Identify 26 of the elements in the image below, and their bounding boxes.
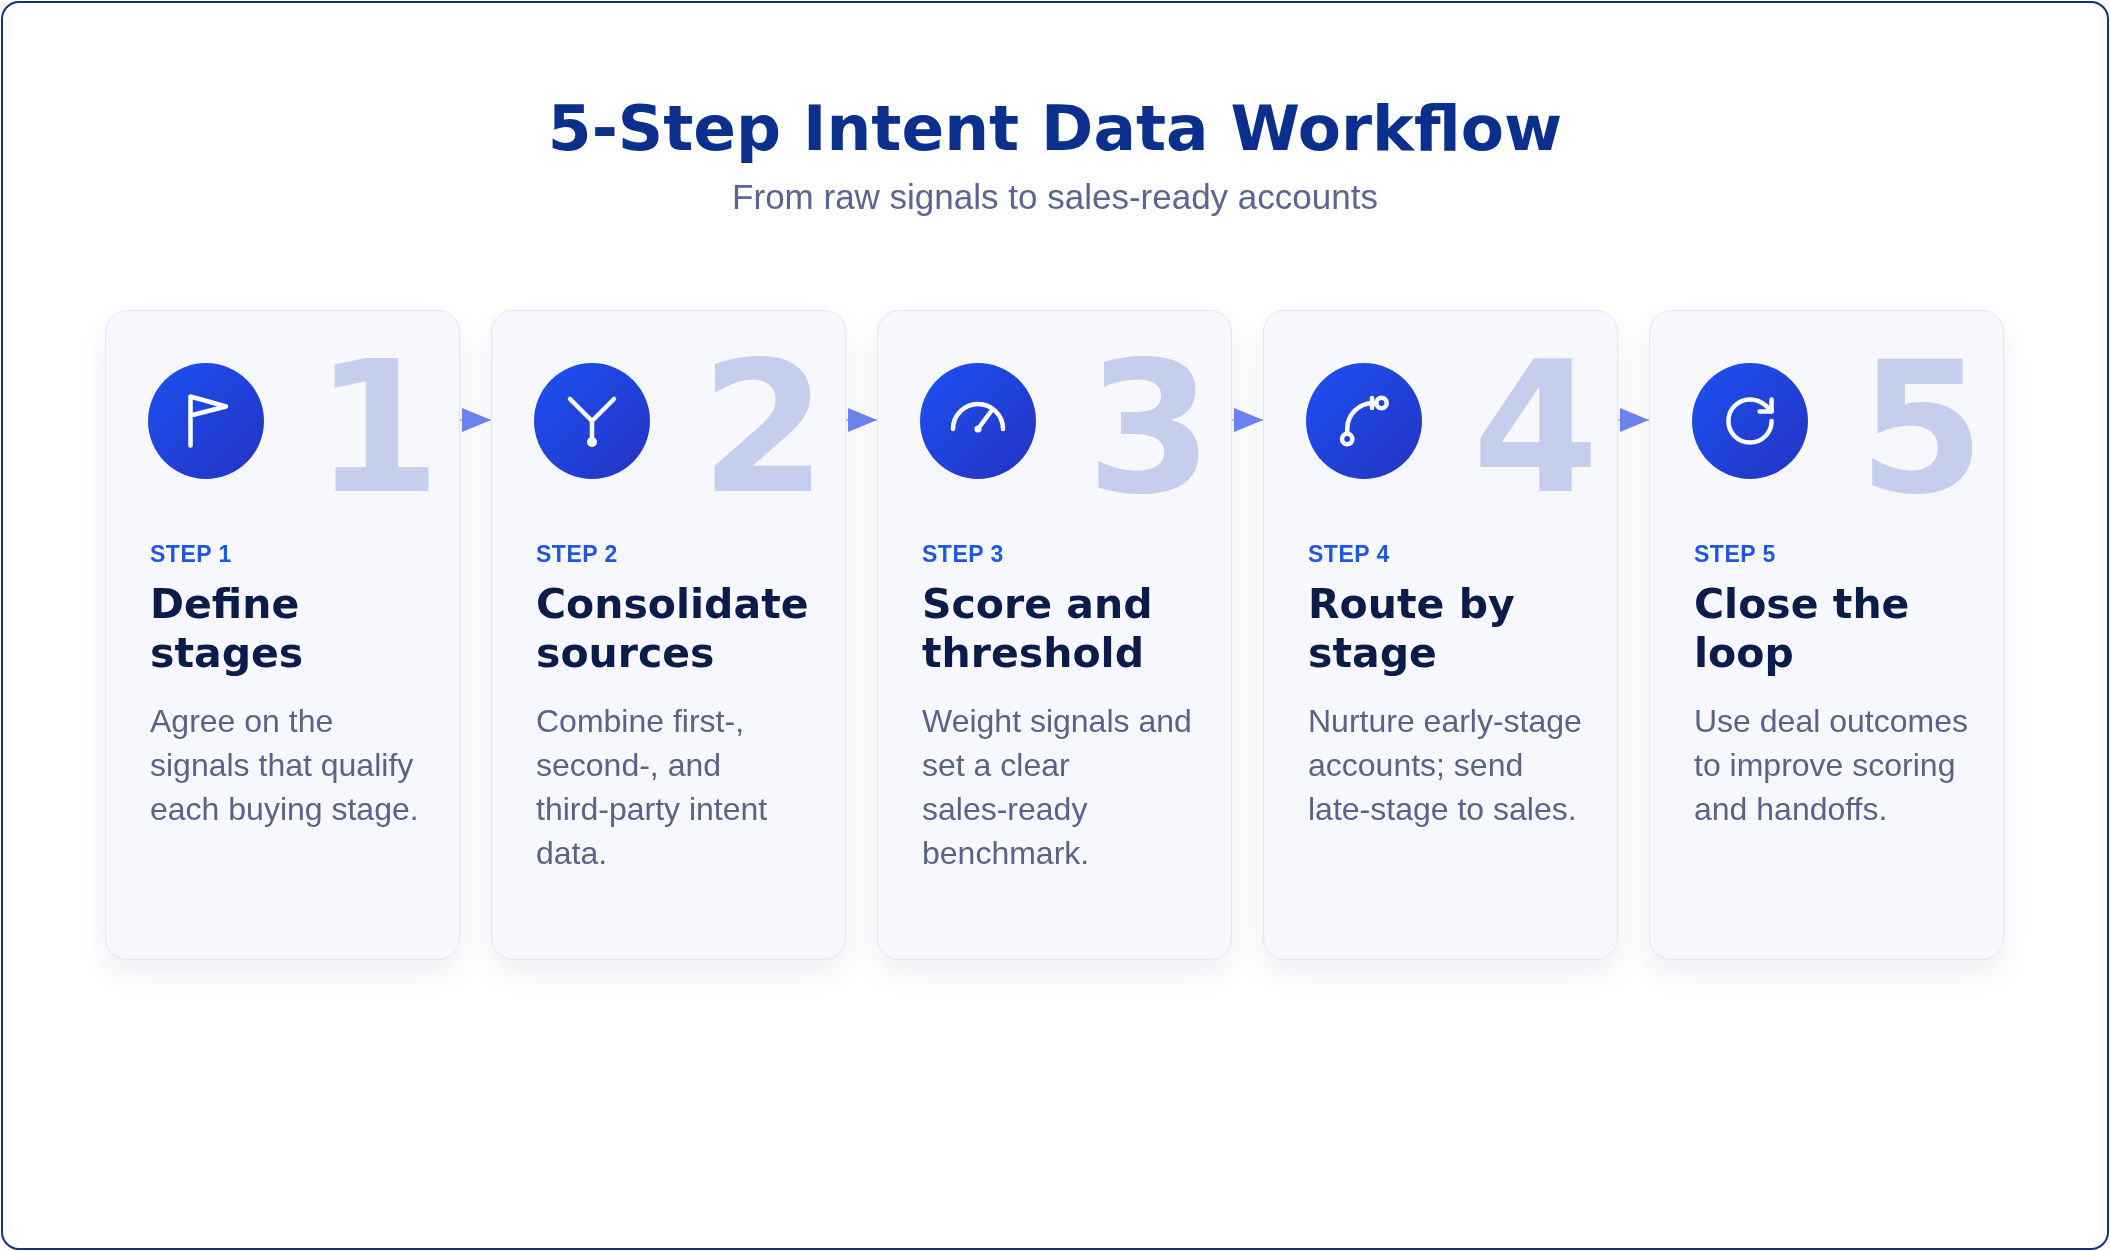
step-card: [1263, 310, 1618, 960]
step-label: STEP 1: [150, 540, 232, 568]
step-description: Agree on the signals that qualify each buying stage.: [150, 702, 420, 829]
step-title: Define stages: [150, 580, 305, 678]
step-title: Consolidate sources: [536, 580, 810, 678]
arrow: [459, 408, 492, 432]
step-card: [491, 310, 846, 960]
step-card: [105, 310, 460, 960]
step-title: Route by stage: [1308, 580, 1516, 678]
step-label: STEP 5: [1694, 540, 1776, 568]
step-label: STEP 3: [922, 540, 1004, 568]
arrow: [845, 408, 878, 432]
step-label: STEP 4: [1308, 540, 1390, 568]
step-title: Close the loop: [1694, 580, 1911, 678]
step-description: Nurture early-stage accounts; send late-stage to sales.: [1308, 702, 1583, 829]
step-card: [1649, 310, 2004, 960]
step-label: STEP 2: [536, 540, 618, 568]
arrow: [1617, 408, 1650, 432]
step-description: Weight signals and set a clear sales-ready benchmark.: [922, 702, 1193, 873]
step-title: Score and threshold: [922, 580, 1154, 678]
subtitle: From raw signals to sales-ready accounts: [732, 176, 1378, 218]
title: 5-Step Intent Data Workflow: [547, 91, 1563, 167]
step-card: [877, 310, 1232, 960]
step-description: Use deal outcomes to improve scoring and handoffs.: [1694, 702, 1969, 829]
step-description: Combine first-, second-, and third-party intent data.: [536, 702, 769, 873]
arrow: [1231, 408, 1264, 432]
